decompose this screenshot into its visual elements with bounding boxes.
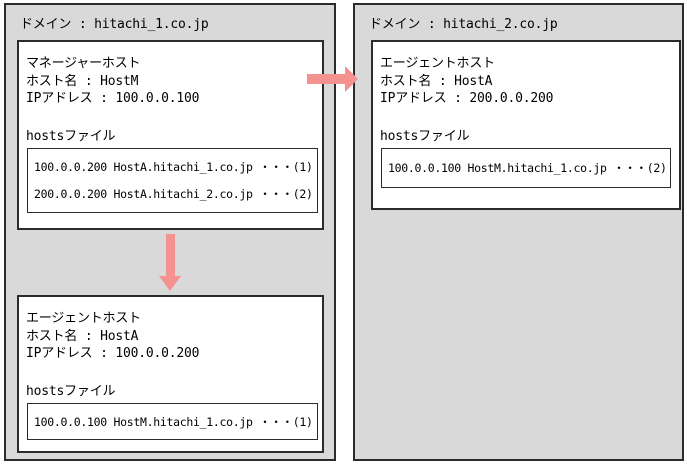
arrow-head (159, 276, 181, 291)
ip-address-line: IPアドレス : 200.0.0.200 (380, 91, 554, 106)
arrow-shaft (166, 234, 175, 276)
hosts-entry: 100.0.0.200 HostA.hitachi_1.co.jp ・・・(1) (34, 160, 313, 175)
hosts-entry: 100.0.0.100 HostM.hitachi_1.co.jp ・・・(2) (388, 161, 667, 175)
arrow-right-icon (307, 66, 358, 92)
ip-address-line: IPアドレス : 100.0.0.100 (26, 91, 200, 106)
arrow-head (345, 66, 358, 92)
arrow-shaft (307, 74, 345, 84)
agent-host-box-right: エージェントホスト ホスト名 : HostA IPアドレス : 200.0.0.… (371, 40, 681, 210)
host-name-line: ホスト名 : HostM (26, 73, 139, 89)
domain-panel-hitachi1: ドメイン : hitachi_1.co.jp マネージャーホスト ホスト名 : … (4, 3, 336, 461)
hosts-file-label: hostsファイル (26, 128, 116, 144)
host-name-line: ホスト名 : HostA (380, 73, 493, 89)
hosts-file-label: hostsファイル (380, 128, 470, 144)
agent-host-box-left: エージェントホスト ホスト名 : HostA IPアドレス : 100.0.0.… (17, 295, 324, 453)
host-name-line: ホスト名 : HostA (26, 328, 139, 344)
domain-label: ドメイン : hitachi_2.co.jp (369, 17, 558, 32)
host-role-label: エージェントホスト (380, 56, 495, 71)
hosts-entry: 100.0.0.100 HostM.hitachi_1.co.jp ・・・(1) (34, 414, 313, 429)
host-role-label: マネージャーホスト (26, 56, 141, 71)
domain-label: ドメイン : hitachi_1.co.jp (20, 17, 209, 32)
manager-host-box: マネージャーホスト ホスト名 : HostM IPアドレス : 100.0.0.… (17, 40, 324, 230)
hosts-file-label: hostsファイル (26, 383, 116, 399)
host-role-label: エージェントホスト (26, 311, 141, 326)
arrow-down-icon (159, 234, 181, 291)
domain-panel-hitachi2: ドメイン : hitachi_2.co.jp エージェントホスト ホスト名 : … (353, 3, 684, 461)
ip-address-line: IPアドレス : 100.0.0.200 (26, 346, 200, 361)
hosts-file-box: 100.0.0.100 HostM.hitachi_1.co.jp ・・・(2) (381, 148, 671, 188)
hosts-file-box: 100.0.0.200 HostA.hitachi_1.co.jp ・・・(1)… (27, 148, 318, 213)
hosts-entry: 200.0.0.200 HostA.hitachi_2.co.jp ・・・(2) (34, 186, 313, 201)
hosts-file-box: 100.0.0.100 HostM.hitachi_1.co.jp ・・・(1) (27, 403, 318, 440)
